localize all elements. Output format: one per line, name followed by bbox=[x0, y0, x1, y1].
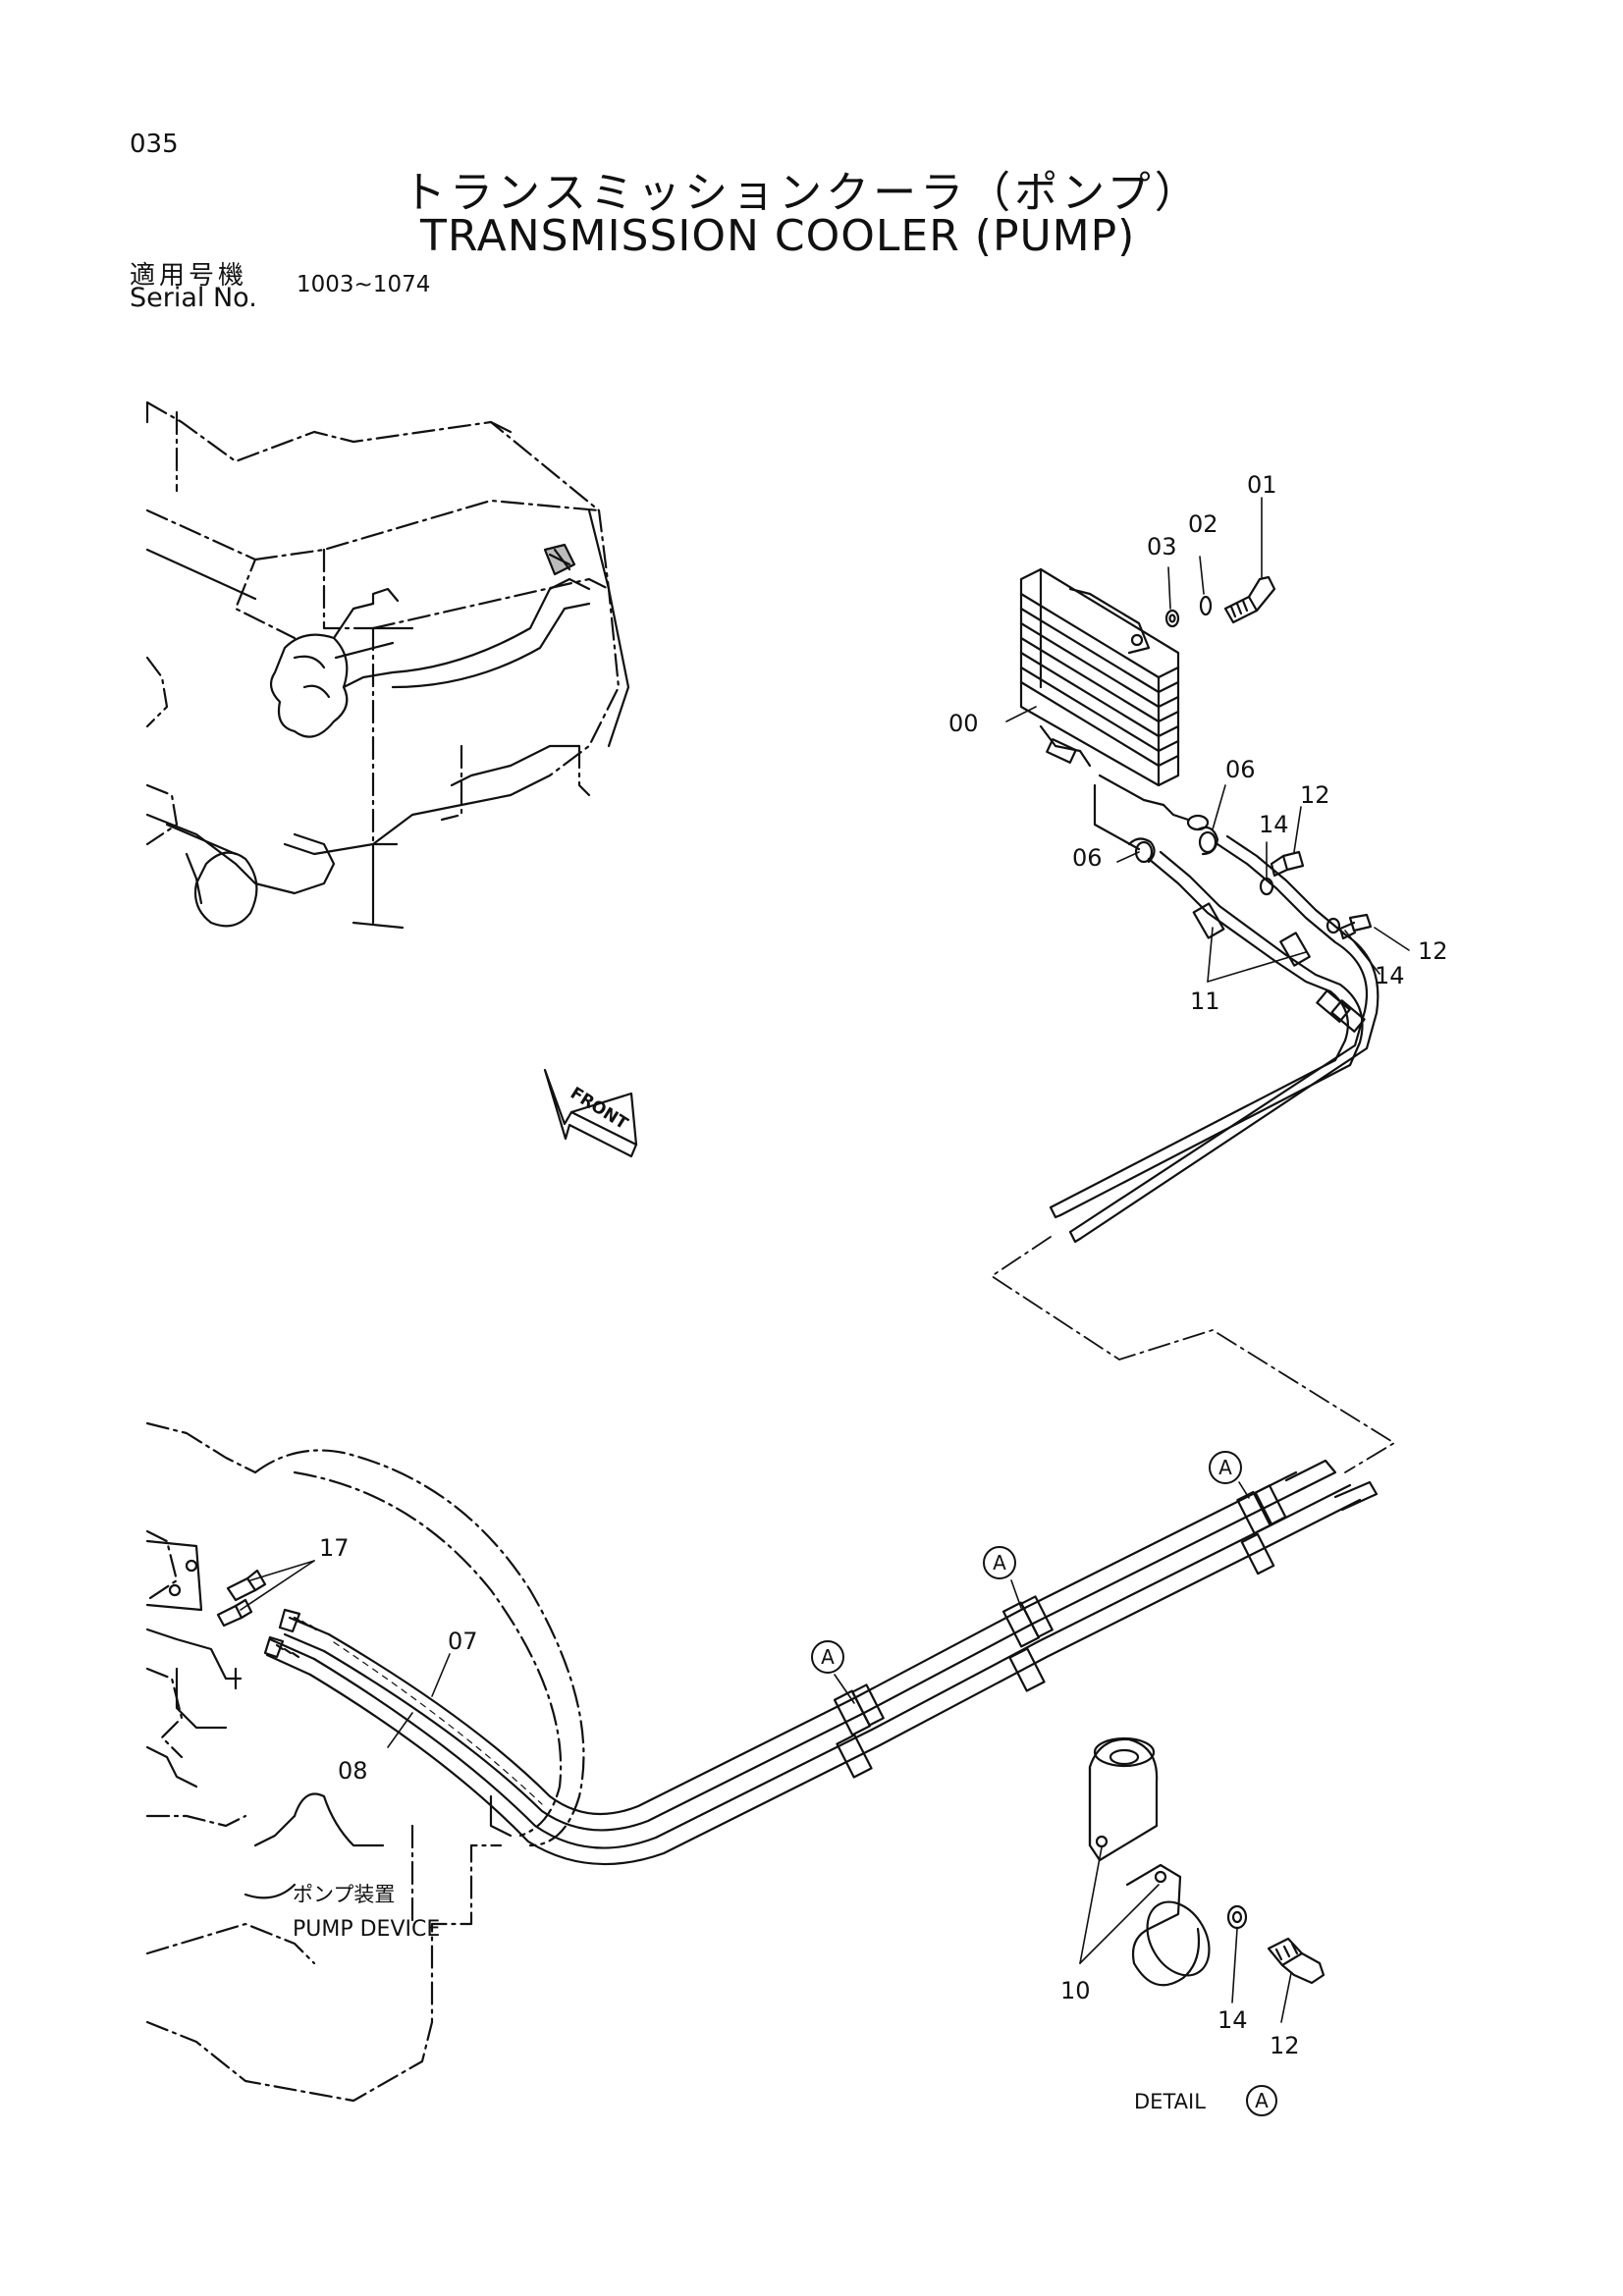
detail-marker-a1: A bbox=[1218, 1456, 1232, 1479]
callout-14c: 14 bbox=[1217, 2006, 1248, 2034]
front-arrow bbox=[543, 1068, 638, 1158]
detail-marker-circle bbox=[1246, 2085, 1277, 2116]
callout-11: 11 bbox=[1190, 988, 1220, 1015]
serial-label-japanese: 適用号機 bbox=[130, 261, 248, 291]
machine-body-outline bbox=[145, 400, 621, 846]
detail-a-clamp bbox=[1088, 1736, 1325, 1987]
callout-07: 07 bbox=[448, 1628, 478, 1655]
callout-06a: 06 bbox=[1225, 756, 1256, 783]
title-english: TRANSMISSION COOLER (PUMP) bbox=[420, 211, 1136, 261]
callout-12a: 12 bbox=[1300, 781, 1330, 809]
pump-housing-solid bbox=[145, 1539, 513, 1899]
serial-label-english: Serial No. bbox=[130, 283, 257, 313]
detail-marker-a4: A bbox=[1255, 2089, 1269, 2112]
callout-00: 00 bbox=[948, 710, 979, 737]
engine-sketch bbox=[269, 543, 591, 738]
machine-body-solid bbox=[145, 400, 630, 930]
detail-marker-circle bbox=[1209, 1451, 1242, 1484]
page-number: 035 bbox=[130, 130, 179, 159]
detail-marker-a2: A bbox=[993, 1551, 1006, 1575]
callout-03: 03 bbox=[1147, 533, 1177, 561]
lower-hose-clamps bbox=[833, 1484, 1287, 1779]
callout-06b: 06 bbox=[1072, 844, 1103, 872]
lower-hoses bbox=[263, 1459, 1379, 1866]
callout-12c: 12 bbox=[1270, 2032, 1300, 2059]
link-line bbox=[991, 1236, 1395, 1473]
upper-leader-lines bbox=[1005, 497, 1410, 983]
detail-label: DETAIL bbox=[1134, 2090, 1206, 2113]
callout-14b: 14 bbox=[1375, 962, 1405, 989]
callout-01: 01 bbox=[1247, 471, 1277, 499]
upper-hose-fittings bbox=[1127, 826, 1373, 940]
detail-marker-a3: A bbox=[821, 1645, 835, 1669]
detail-marker-circle bbox=[983, 1546, 1016, 1579]
cooler-mount-bolt bbox=[1164, 575, 1276, 628]
callout-17: 17 bbox=[319, 1534, 350, 1562]
title-japanese: トランスミッションクーラ（ポンプ） bbox=[403, 168, 1202, 218]
callout-10: 10 bbox=[1060, 1977, 1091, 2004]
callout-14a: 14 bbox=[1259, 811, 1289, 838]
lower-leader-lines bbox=[240, 1481, 1292, 2023]
serial-range: 1003~1074 bbox=[297, 272, 431, 297]
callout-02: 02 bbox=[1188, 510, 1218, 538]
oil-cooler bbox=[1019, 567, 1210, 851]
upper-hoses bbox=[1049, 834, 1380, 1244]
pump-device-label-en: PUMP DEVICE bbox=[293, 1917, 440, 1942]
pump-device-label-jp: ポンプ装置 bbox=[293, 1883, 395, 1906]
pump-housing bbox=[145, 1421, 585, 2103]
detail-marker-circle bbox=[811, 1640, 844, 1674]
callout-08: 08 bbox=[338, 1757, 368, 1785]
callout-12b: 12 bbox=[1418, 937, 1448, 965]
